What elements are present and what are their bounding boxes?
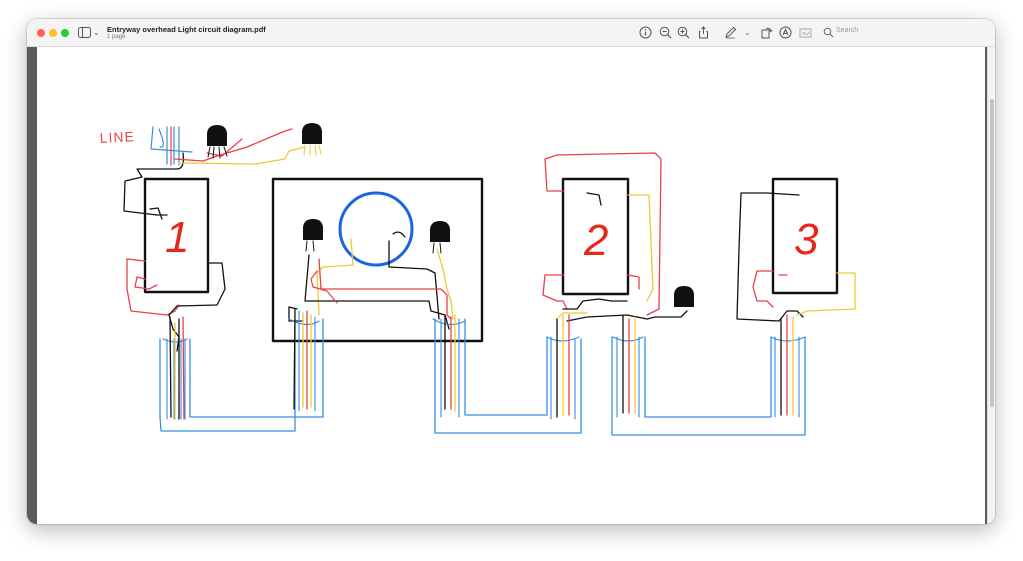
fixture-box	[271, 177, 484, 343]
wire-nut-fixture-right	[430, 221, 450, 254]
share-icon[interactable]	[697, 26, 710, 39]
circuit-diagram: LINE 1	[99, 123, 856, 436]
document-page-count: 1 page	[107, 34, 126, 40]
zoom-out-icon[interactable]	[659, 26, 672, 39]
scroll-thumb[interactable]	[990, 99, 994, 407]
markup-pen-icon[interactable]	[724, 26, 737, 39]
cable-run-2	[432, 314, 582, 434]
sidebar-chevron-icon[interactable]: ⌄	[93, 28, 100, 37]
line-label: LINE	[99, 128, 135, 146]
maximize-window-button[interactable]	[61, 29, 69, 37]
cable-run-1	[159, 308, 324, 432]
preview-window: ⌄ Entryway overhead Light circuit diagra…	[27, 19, 995, 524]
window-left-edge	[27, 47, 37, 524]
signature-icon[interactable]	[799, 26, 812, 39]
window-right-edge	[985, 47, 987, 524]
switch-box-3	[771, 177, 839, 295]
line-feed-cable	[158, 128, 164, 148]
switch-label-3: 3	[794, 215, 819, 264]
chevron-down-icon[interactable]: ⌄	[744, 28, 751, 37]
annotate-icon[interactable]	[779, 26, 792, 39]
wire-nut-top	[302, 123, 322, 156]
vertical-scrollbar[interactable]	[987, 47, 995, 524]
switch-box-1	[143, 177, 210, 294]
wire-nut-box-2	[674, 286, 694, 307]
close-window-button[interactable]	[37, 29, 45, 37]
search-icon	[823, 27, 834, 38]
wire-nut-fixture-left	[303, 219, 323, 252]
switch-label-1: 1	[165, 213, 189, 262]
minimize-window-button[interactable]	[49, 29, 57, 37]
info-icon[interactable]	[639, 26, 652, 39]
pdf-page	[37, 47, 985, 524]
document-title: Entryway overhead Light circuit diagram.…	[107, 25, 266, 34]
sidebar-toggle-icon[interactable]	[78, 27, 91, 38]
zoom-in-icon[interactable]	[677, 26, 690, 39]
search-field[interactable]: Search	[819, 25, 995, 40]
rotate-icon[interactable]	[760, 26, 773, 39]
cable-run-3	[611, 314, 806, 436]
switch-label-2: 2	[583, 216, 608, 265]
switch-box-2	[561, 177, 630, 296]
search-placeholder: Search	[836, 27, 859, 34]
title-bar: ⌄ Entryway overhead Light circuit diagra…	[27, 19, 995, 47]
wire-nut-line	[207, 125, 228, 159]
light-fixture	[338, 191, 414, 267]
